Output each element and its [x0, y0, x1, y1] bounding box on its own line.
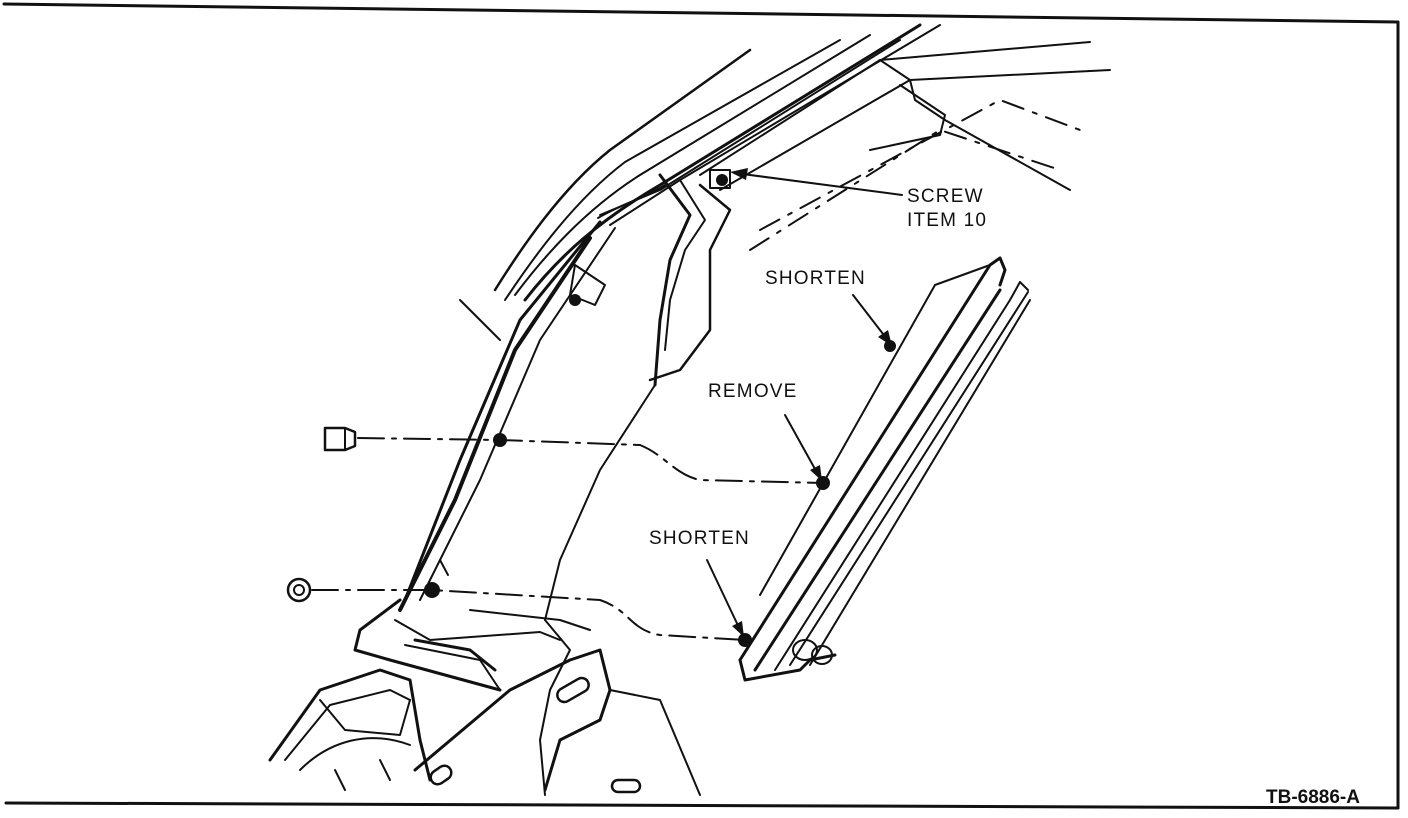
fastener-lower — [286, 577, 312, 603]
attachment-points — [424, 340, 896, 647]
label-shorten-top: SHORTEN — [765, 268, 866, 289]
figure-code: TB-6886-A — [1266, 787, 1360, 808]
cowl-bracket — [268, 598, 701, 796]
roof-rail — [493, 23, 1111, 302]
screw-item-10 — [709, 169, 731, 189]
label-screw-line2: ITEM 10 — [907, 210, 987, 231]
fastener-upper — [323, 426, 357, 452]
fastener-alignment-lines — [311, 437, 824, 641]
label-screw-line1: SCREW — [907, 186, 984, 207]
label-shorten-bottom: SHORTEN — [649, 528, 750, 549]
a-pillar — [398, 173, 732, 621]
moulding-strip — [738, 256, 1031, 682]
leader-arrows — [706, 168, 903, 637]
label-remove: REMOVE — [708, 381, 798, 402]
